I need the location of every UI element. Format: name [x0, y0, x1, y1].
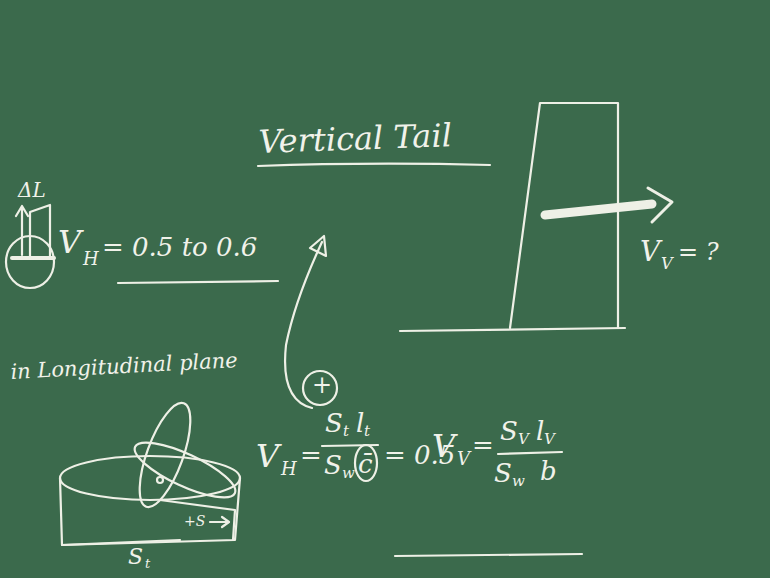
small-arrow: [210, 517, 229, 527]
formula-symbol: V: [432, 430, 455, 462]
formula-symbol: S: [325, 410, 343, 436]
force-symbol: ΔL: [18, 180, 46, 200]
dot: [157, 477, 163, 483]
lift-arrow: [16, 206, 28, 255]
side-force-arrow: [545, 204, 652, 215]
arrow-head: [648, 188, 672, 222]
subscript: w: [342, 466, 355, 481]
note-text: in Longitudinal plane: [10, 350, 238, 383]
area-mark: +S: [184, 514, 205, 528]
moment-arrow-head: [310, 236, 326, 256]
formula-symbol: V: [256, 440, 279, 472]
value-underline: [118, 281, 278, 283]
wing-ellipse: [60, 456, 240, 500]
subscript: t: [145, 557, 150, 570]
subscript: V: [661, 256, 673, 272]
tail-ellipse: [128, 432, 241, 507]
subscript: V: [518, 432, 529, 447]
formula-symbol: V: [58, 226, 81, 258]
small-tail-sketch: [30, 205, 50, 258]
formula-symbol: S: [324, 452, 342, 478]
subscript: H: [281, 460, 297, 478]
formula-value: = 0.5 to 0.6: [102, 234, 257, 260]
formula-value: = ?: [678, 240, 719, 264]
title-underline: [258, 164, 490, 166]
formula-symbol: l: [356, 410, 364, 436]
subscript: V: [457, 450, 470, 468]
subscript: w: [512, 474, 525, 489]
formula-symbol: S: [500, 418, 518, 444]
wing-box: [60, 478, 240, 545]
moment-circle: [303, 371, 337, 405]
area-symbol: S: [128, 546, 143, 568]
formula-symbol: c̄: [358, 451, 373, 477]
circle-mark: [6, 236, 54, 288]
tail-base: [12, 256, 54, 260]
formula-symbol: S: [494, 460, 512, 486]
formula-symbol: l: [536, 418, 544, 444]
subscript: H: [83, 250, 99, 268]
formula-symbol: V: [640, 238, 660, 266]
formula-symbol: b: [540, 458, 557, 484]
chord-circle: [355, 445, 377, 481]
subscript: V: [544, 432, 555, 447]
board-title: Vertical Tail: [258, 119, 452, 158]
subscript: t: [364, 424, 370, 439]
bottom-line: [395, 554, 582, 556]
ground-line: [400, 328, 625, 331]
formula-sign: =: [472, 432, 494, 458]
subscript: t: [343, 424, 349, 439]
sign-mark: +: [312, 373, 332, 397]
fraction-bar: [498, 452, 562, 454]
formula-sign: =: [300, 442, 322, 468]
